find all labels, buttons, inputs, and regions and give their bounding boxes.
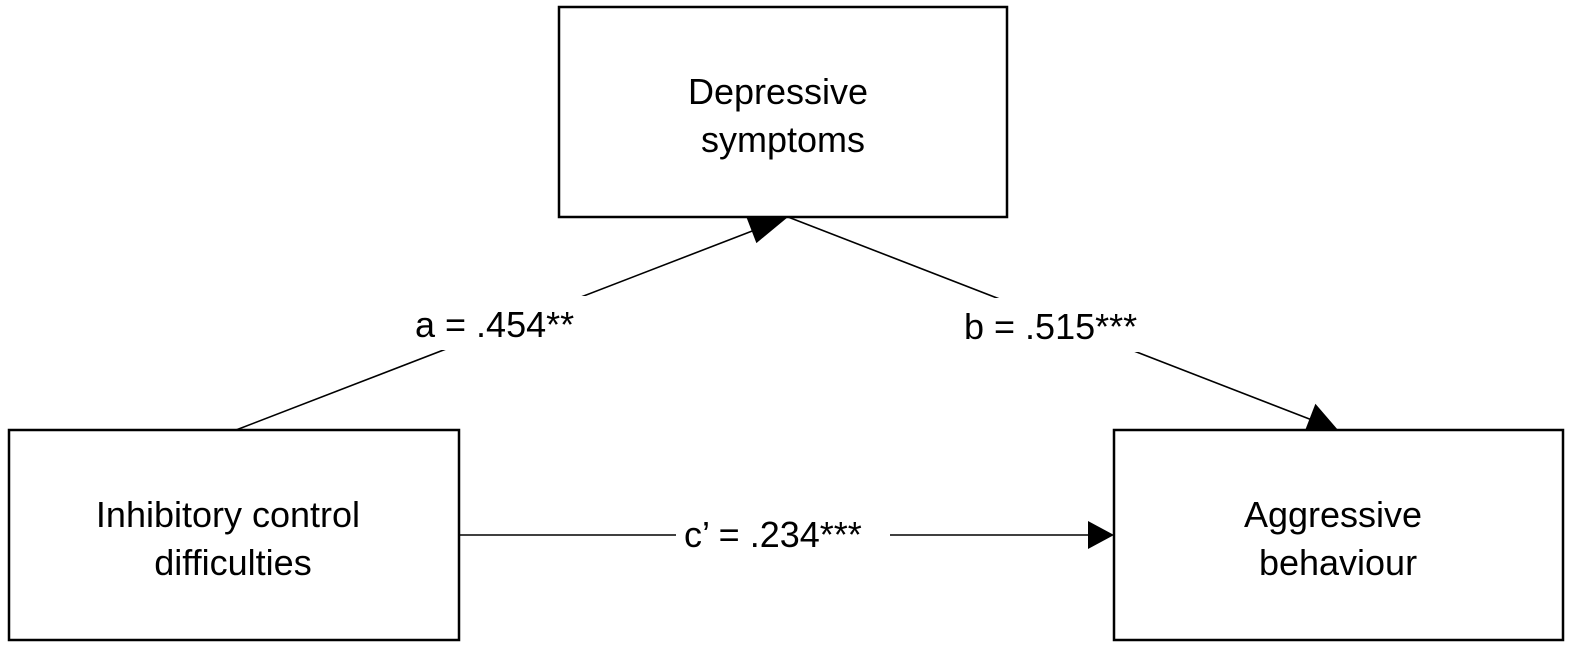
node-mediator-line-1: Depressive bbox=[688, 71, 868, 112]
node-predictor-line-1: Inhibitory control bbox=[96, 494, 360, 535]
node-outcome-line-2: behaviour bbox=[1259, 542, 1417, 583]
path-b-label-bg bbox=[956, 298, 1170, 352]
path-a-label-bg bbox=[405, 296, 605, 350]
node-predictor-box bbox=[7, 428, 461, 642]
node-outcome: Aggressive behaviour bbox=[1112, 428, 1565, 642]
node-predictor-label: Inhibitory control difficulties bbox=[96, 494, 370, 583]
path-a-arrowhead bbox=[744, 213, 788, 244]
node-outcome-box bbox=[1112, 428, 1565, 642]
node-outcome-label: Aggressive behaviour bbox=[1244, 494, 1432, 583]
node-mediator-label: Depressive symptoms bbox=[688, 71, 878, 160]
path-a-label: a = .454** bbox=[415, 304, 574, 345]
node-predictor-line-2: difficulties bbox=[154, 542, 311, 583]
path-b-label: b = .515*** bbox=[964, 306, 1137, 347]
node-mediator: Depressive symptoms bbox=[557, 5, 1009, 219]
node-predictor: Inhibitory control difficulties bbox=[7, 428, 461, 642]
path-a-label-group: a = .454** bbox=[405, 296, 605, 350]
path-b-arrowhead bbox=[1303, 403, 1338, 434]
path-c-prime-label: c’ = .234*** bbox=[684, 514, 862, 555]
node-mediator-line-2: symptoms bbox=[701, 119, 865, 160]
node-mediator-box bbox=[557, 5, 1009, 219]
path-c-prime-label-bg bbox=[676, 508, 890, 558]
path-c-prime-label-group: c’ = .234*** bbox=[676, 508, 890, 558]
path-c-prime-arrowhead bbox=[1088, 521, 1114, 549]
node-outcome-line-1: Aggressive bbox=[1244, 494, 1422, 535]
path-b-label-group: b = .515*** bbox=[956, 298, 1170, 352]
